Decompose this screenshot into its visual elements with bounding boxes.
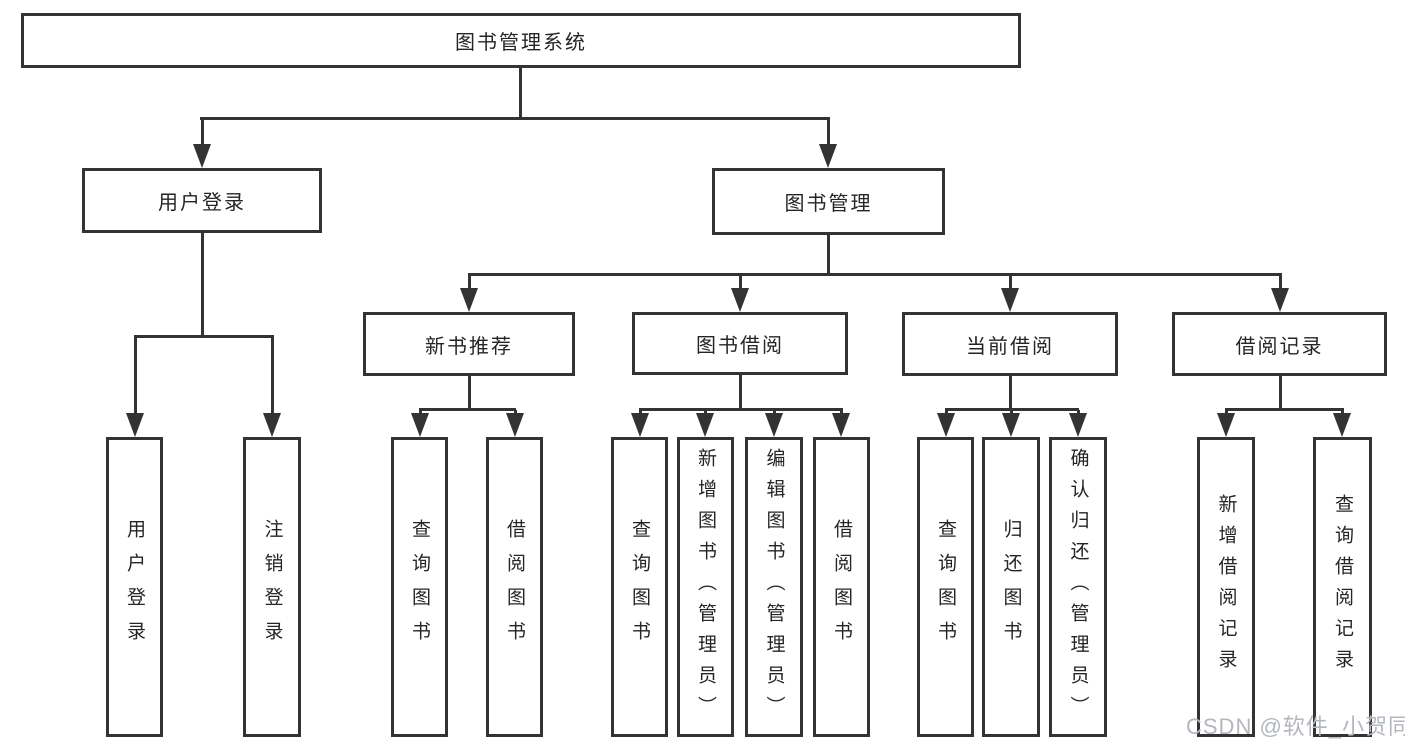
node-book-borrowing: 图书借阅 xyxy=(632,312,848,375)
connector-line xyxy=(419,408,516,411)
connector-arrow-down xyxy=(460,288,478,312)
connector-line xyxy=(827,119,830,146)
connector-line xyxy=(739,275,742,290)
connector-line xyxy=(201,231,204,338)
connector-line xyxy=(1009,275,1012,290)
connector-line xyxy=(1009,374,1012,411)
leaf-logout: 注销登录 xyxy=(243,437,301,737)
connector-arrow-down xyxy=(765,413,783,437)
connector-arrow-down xyxy=(696,413,714,437)
leaf-edit-books-admin: 编辑图书（管理员） xyxy=(745,437,803,737)
leaf-query-books-current: 查询图书 xyxy=(917,437,974,737)
node-label: 图书管理 xyxy=(784,193,873,215)
leaf-query-borrow-record: 查询借阅记录 xyxy=(1313,437,1372,737)
connector-line xyxy=(739,373,742,411)
leaf-add-books-admin: 新增图书（管理员） xyxy=(677,437,734,737)
leaf-label: 借阅图书 xyxy=(831,519,852,655)
leaf-query-books-recommend: 查询图书 xyxy=(391,437,448,737)
leaf-borrow-books-recommend: 借阅图书 xyxy=(486,437,543,737)
node-library-system: 图书管理系统 xyxy=(21,13,1021,68)
connector-arrow-down xyxy=(1002,413,1020,437)
connector-arrow-down xyxy=(263,413,281,437)
leaf-label: 归还图书 xyxy=(1000,519,1022,655)
leaf-label: 用户登录 xyxy=(124,519,145,655)
leaf-label: 注销登录 xyxy=(261,519,283,655)
leaf-label: 新增图书（管理员） xyxy=(695,447,716,727)
leaf-borrow-books: 借阅图书 xyxy=(813,437,870,737)
leaf-user-login: 用户登录 xyxy=(106,437,163,737)
connector-line xyxy=(200,117,830,120)
leaf-label: 查询图书 xyxy=(409,519,430,655)
leaf-label: 确认归还（管理员） xyxy=(1067,447,1089,727)
connector-arrow-down xyxy=(1001,288,1019,312)
connector-line xyxy=(271,337,274,415)
node-label: 图书管理系统 xyxy=(455,32,587,54)
connector-line xyxy=(1225,408,1344,411)
connector-arrow-down xyxy=(631,413,649,437)
node-label: 新书推荐 xyxy=(425,335,513,358)
leaf-label: 查询图书 xyxy=(629,519,650,655)
leaf-confirm-return-admin: 确认归还（管理员） xyxy=(1049,437,1107,737)
connector-arrow-down xyxy=(832,413,850,437)
node-current-borrowing: 当前借阅 xyxy=(902,312,1118,376)
connector-arrow-down xyxy=(1069,413,1087,437)
connector-arrow-down xyxy=(126,413,144,437)
connector-line xyxy=(519,66,522,120)
connector-arrow-down xyxy=(937,413,955,437)
connector-arrow-down xyxy=(731,288,749,312)
connector-line xyxy=(945,408,1079,411)
node-label: 用户登录 xyxy=(158,192,246,214)
connector-arrow-down xyxy=(193,144,211,168)
node-user-login: 用户登录 xyxy=(82,168,322,233)
leaf-label: 查询借阅记录 xyxy=(1332,494,1353,680)
connector-arrow-down xyxy=(1217,413,1235,437)
watermark-text: CSDN @软件_小贺同学 xyxy=(1186,714,1405,739)
connector-line xyxy=(1279,374,1282,411)
node-label: 图书借阅 xyxy=(696,335,784,357)
leaf-label: 编辑图书（管理员） xyxy=(763,447,785,727)
connector-arrow-down xyxy=(1333,413,1351,437)
node-borrowing-records: 借阅记录 xyxy=(1172,312,1387,376)
connector-line xyxy=(201,119,204,146)
connector-arrow-down xyxy=(1271,288,1289,312)
leaf-label: 借阅图书 xyxy=(504,519,525,655)
connector-line xyxy=(468,273,1282,276)
connector-arrow-down xyxy=(819,144,837,168)
connector-line xyxy=(134,335,274,338)
node-new-book-recommendation: 新书推荐 xyxy=(363,312,575,376)
connector-line xyxy=(639,408,843,411)
connector-line xyxy=(1279,275,1282,290)
connector-line xyxy=(827,233,830,276)
node-book-management: 图书管理 xyxy=(712,168,945,235)
leaf-label: 查询图书 xyxy=(935,519,956,655)
connector-line xyxy=(468,275,471,290)
connector-arrow-down xyxy=(506,413,524,437)
leaf-return-books: 归还图书 xyxy=(982,437,1040,737)
connector-arrow-down xyxy=(411,413,429,437)
connector-line xyxy=(468,374,471,411)
node-label: 当前借阅 xyxy=(966,335,1054,358)
leaf-query-books-borrowing: 查询图书 xyxy=(611,437,668,737)
leaf-add-borrow-record: 新增借阅记录 xyxy=(1197,437,1255,737)
leaf-label: 新增借阅记录 xyxy=(1215,494,1237,680)
connector-line xyxy=(134,337,137,415)
node-label: 借阅记录 xyxy=(1235,335,1324,358)
